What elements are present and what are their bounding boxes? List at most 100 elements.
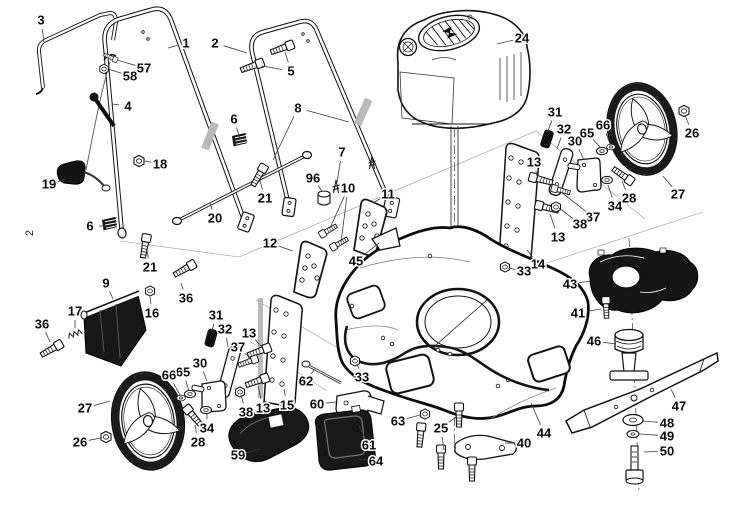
- part-label-64: 64: [369, 454, 384, 469]
- bolt-25-a: [453, 402, 465, 428]
- bracket-60: [335, 390, 385, 416]
- leader-line-20: [209, 202, 213, 210]
- leader-line-47: [670, 388, 676, 399]
- leader-line-14: [526, 249, 533, 258]
- leader-line-19: [57, 178, 67, 182]
- part-label-65: 65: [580, 126, 594, 141]
- guard-59: [228, 406, 310, 463]
- part-label-14: 14: [531, 257, 546, 272]
- leader-line-26: [88, 437, 102, 441]
- part-label-46: 46: [587, 334, 601, 349]
- leader-line-37: [560, 191, 587, 212]
- leader-line-61: [358, 425, 366, 438]
- nut-63: [420, 408, 430, 420]
- spring-17: [66, 328, 83, 339]
- part-label-5: 5: [287, 64, 294, 79]
- part-label-21: 21: [143, 260, 157, 275]
- baffle-45: [371, 227, 401, 251]
- leader-line-64: [357, 458, 368, 461]
- leader-line-30: [578, 148, 585, 161]
- cover-64: [314, 404, 376, 471]
- leader-line-58: [107, 68, 122, 74]
- nut-38-right: [551, 201, 561, 213]
- leader-line-13: [549, 213, 556, 229]
- part-label-48: 48: [660, 416, 674, 431]
- leader-line-13: [254, 339, 262, 347]
- leader-line-36: [180, 282, 184, 290]
- leader-line-25: [441, 436, 445, 451]
- leader-line-3: [41, 28, 45, 43]
- leader-line-37: [244, 352, 251, 359]
- part-label-13: 13: [256, 401, 270, 416]
- leader-line-2: [223, 45, 248, 54]
- part-label-28: 28: [191, 435, 205, 450]
- leader-line-33: [507, 267, 516, 270]
- part-label-27: 27: [78, 401, 92, 416]
- leader-line-66: [172, 382, 181, 396]
- leader-line-10: [329, 196, 345, 229]
- part-label-3: 3: [37, 13, 44, 28]
- part-label-32: 32: [557, 122, 571, 137]
- part-label-33: 33: [355, 370, 369, 385]
- handle-clamp-6-right: [230, 130, 250, 149]
- leader-line-65: [185, 380, 190, 392]
- part-label-11: 11: [381, 187, 395, 202]
- leader-line-9: [109, 291, 114, 300]
- leader-line-27: [93, 400, 111, 406]
- leader-line-59: [246, 448, 261, 454]
- nut-18: [133, 154, 145, 168]
- blade-opening-ring: [415, 287, 501, 357]
- wheel-left: [106, 367, 191, 474]
- leader-line-4: [111, 103, 120, 106]
- leader-line-5: [284, 51, 289, 63]
- part-label-34: 34: [608, 199, 623, 214]
- bolt-10-b: [328, 235, 350, 252]
- leader-line-60: [325, 401, 337, 404]
- part-label-9: 9: [102, 276, 109, 291]
- leader-line-7: [336, 160, 341, 183]
- part-label-44: 44: [537, 426, 552, 441]
- part-label-57: 57: [137, 61, 151, 76]
- guard-9: [80, 290, 147, 367]
- part-label-49: 49: [660, 429, 674, 444]
- leader-line-27: [662, 175, 673, 188]
- bolt-36-left: [38, 338, 65, 360]
- part-label-24: 24: [515, 31, 530, 46]
- part-label-32: 32: [218, 322, 232, 337]
- recoil-starter: [417, 14, 481, 52]
- part-label-45: 45: [349, 254, 363, 269]
- leader-line-10: [340, 196, 348, 243]
- leader-line-24: [496, 39, 514, 45]
- blower-housing-43: [588, 247, 699, 314]
- part-label-61: 61: [362, 438, 376, 453]
- bolt-40-mount: [466, 456, 478, 482]
- part-label-31: 31: [548, 105, 562, 120]
- part-label-36: 36: [35, 317, 49, 332]
- mower-deck-44: [334, 225, 590, 420]
- leader-line-21: [259, 180, 263, 190]
- washer-66-right: [606, 143, 616, 151]
- part-label-26: 26: [73, 435, 87, 450]
- leader-line-62: [310, 369, 315, 374]
- nut-16: [145, 285, 155, 297]
- handle-bracket-14: [498, 142, 540, 264]
- part-label-1: 1: [182, 36, 189, 51]
- part-label-15: 15: [280, 398, 294, 413]
- nut-26-left: [100, 430, 112, 444]
- part-label-47: 47: [672, 399, 686, 414]
- adjuster-bracket-30-right: [567, 157, 602, 193]
- part-label-13: 13: [527, 155, 541, 170]
- leader-line-5: [261, 65, 283, 70]
- part-label-27: 27: [671, 187, 685, 202]
- leader-line-36: [45, 332, 51, 343]
- part-label-7: 7: [338, 145, 345, 160]
- washer-65-left: [184, 389, 196, 399]
- washer-34-right: [601, 175, 613, 185]
- part-label-58: 58: [123, 69, 137, 84]
- leader-line-45: [362, 242, 380, 256]
- part-label-43: 43: [563, 277, 577, 292]
- part-label-26: 26: [685, 126, 699, 141]
- lock-washer-49: [626, 429, 640, 439]
- nut-33-center: [350, 355, 360, 367]
